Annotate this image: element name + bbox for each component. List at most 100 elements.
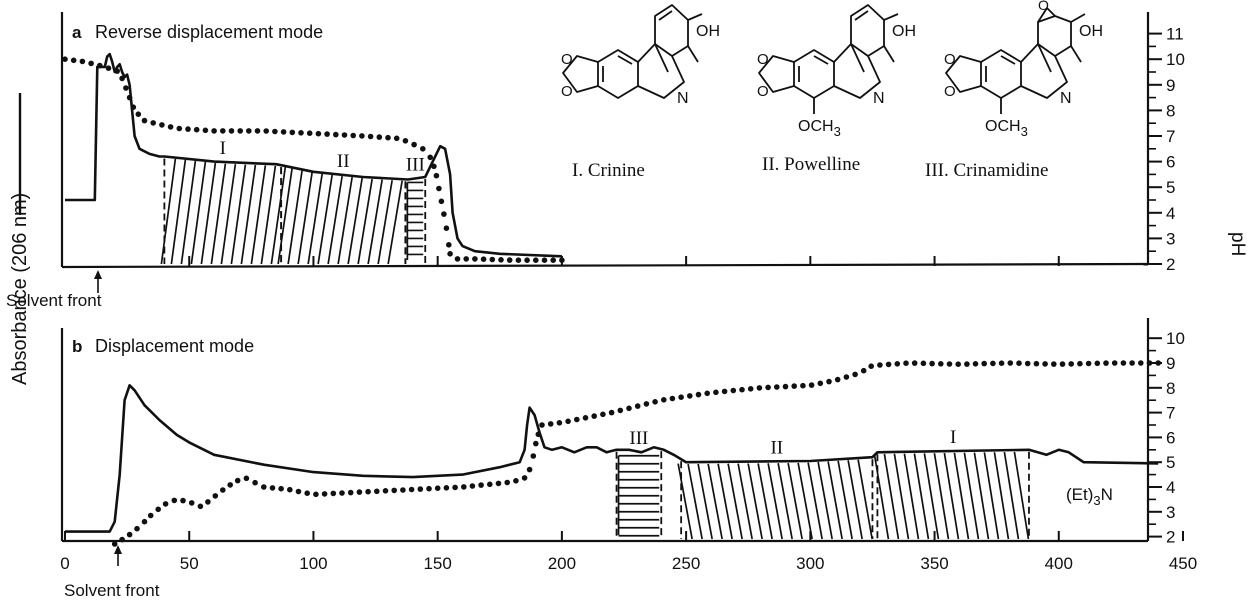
ph-point — [826, 378, 832, 385]
ph-point — [981, 360, 987, 367]
fraction-III: III — [404, 154, 427, 264]
fraction-label-I: I — [950, 427, 956, 448]
ph-point — [205, 499, 211, 505]
ph-point — [463, 256, 470, 262]
ph-point — [105, 65, 112, 71]
fraction-label-I: I — [220, 138, 226, 159]
ph-point — [626, 405, 632, 412]
panel-a-absorbance-trace — [65, 52, 562, 258]
ph-point — [1016, 360, 1022, 367]
ph-point — [427, 154, 434, 161]
panel-a-x-ticks — [188, 256, 1060, 266]
ph-point — [123, 85, 129, 91]
ph-point — [220, 128, 226, 134]
panel-a-solvent-front: Solvent front — [6, 270, 102, 310]
ph-point — [1146, 360, 1153, 366]
ph-point — [559, 257, 565, 264]
ph-point — [436, 185, 442, 192]
ph-point — [289, 129, 296, 136]
ph-point — [765, 384, 771, 391]
ph-point — [162, 501, 169, 507]
ph-tick-label: 3 — [1166, 229, 1175, 248]
ph-tick-label: 6 — [1166, 428, 1175, 447]
ph-point — [695, 391, 702, 398]
ph-point — [852, 371, 858, 378]
ph-point — [454, 256, 461, 262]
ph-point — [730, 387, 737, 394]
ph-point — [478, 482, 484, 488]
ph-point — [126, 531, 133, 538]
ph-point — [324, 131, 330, 137]
panel-b-solvent-front: Solvent front — [64, 545, 160, 600]
ph-tick-label: 10 — [1166, 50, 1185, 69]
compound-label-crinine: I. Crinine — [572, 160, 645, 181]
x-tick-label: 450 — [1169, 554, 1197, 573]
ph-point — [212, 493, 219, 499]
ph-point — [295, 488, 302, 495]
panel-a: a Reverse displacement mode 234567891011… — [6, 0, 1248, 310]
ph-tick-label: 4 — [1166, 204, 1175, 223]
ph-point — [498, 257, 504, 263]
fraction-I: I — [873, 427, 1030, 540]
ph-tick-label: 5 — [1166, 453, 1175, 472]
ph-point — [704, 390, 710, 397]
ph-point — [634, 403, 641, 409]
ph-point — [911, 360, 918, 366]
ph-point — [246, 128, 252, 134]
ph-point — [678, 394, 684, 401]
ph-point — [565, 418, 571, 425]
ph-point — [998, 360, 1005, 367]
ph-point — [903, 360, 909, 367]
ph-point — [946, 361, 953, 367]
ph-point — [330, 490, 337, 497]
ph-point — [130, 104, 137, 110]
ph-point — [220, 487, 226, 493]
ph-point — [417, 486, 424, 492]
ph-point — [669, 395, 676, 402]
compound-label-powelline: II. Powelline — [762, 154, 860, 175]
ph-point — [393, 135, 400, 142]
ph-point — [489, 256, 496, 263]
fraction-label-III: III — [406, 154, 425, 175]
ph-point — [550, 257, 556, 264]
ph-point — [1033, 360, 1040, 367]
ph-point — [600, 411, 606, 418]
x-tick-label: 250 — [672, 554, 700, 573]
ph-point — [521, 475, 528, 481]
ph-point — [472, 256, 478, 262]
svg-text:N: N — [873, 90, 885, 107]
powelline-och3: OCH3 — [798, 118, 841, 139]
svg-text:O: O — [561, 51, 573, 68]
ph-point — [374, 488, 380, 495]
ph-tick-label: 9 — [1166, 76, 1175, 95]
ph-point — [376, 134, 383, 140]
x-tick-label: 100 — [299, 554, 327, 573]
ph-point — [860, 367, 867, 374]
ph-point — [197, 503, 204, 510]
ph-point — [817, 380, 824, 387]
ph-point — [513, 478, 519, 484]
ph-point — [347, 489, 354, 496]
fraction-III: III — [615, 428, 663, 539]
ph-point — [441, 211, 447, 217]
svg-text:O: O — [944, 51, 956, 68]
ph-point — [134, 525, 140, 532]
ph-point — [193, 126, 200, 133]
ph-point — [254, 128, 261, 134]
ph-point — [687, 393, 693, 399]
ph-point — [920, 360, 927, 367]
ph-point — [721, 388, 728, 395]
ph-point — [263, 128, 270, 134]
ph-point — [70, 57, 77, 64]
ph-point — [547, 421, 554, 427]
ph-point — [243, 475, 250, 482]
ph-point — [556, 420, 563, 426]
ph-point — [877, 362, 883, 368]
ph-tick-label: 11 — [1166, 25, 1184, 44]
ph-point — [185, 126, 191, 132]
ph-point — [433, 172, 440, 179]
ph-point — [774, 384, 780, 390]
